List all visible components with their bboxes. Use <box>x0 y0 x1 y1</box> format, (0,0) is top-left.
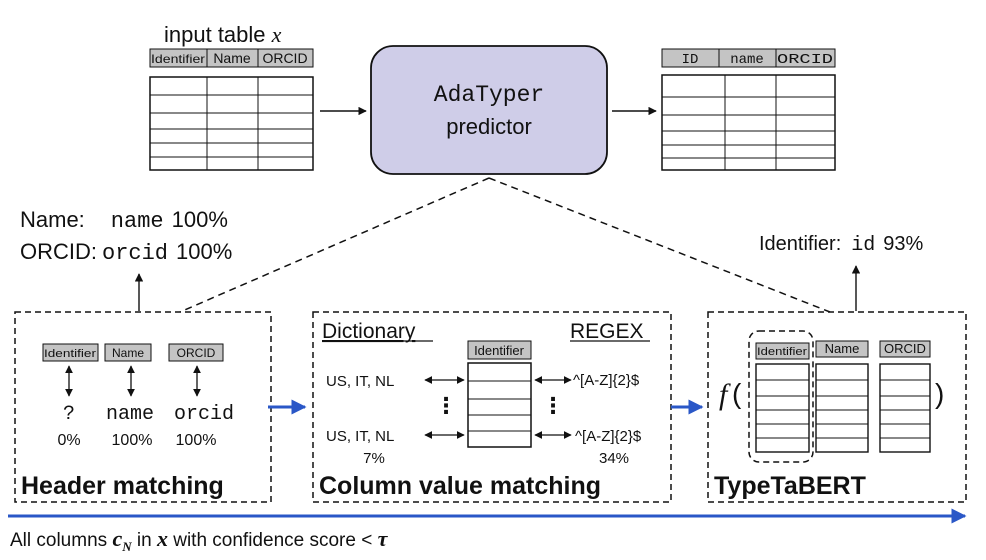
input-header-orcid-cell <box>257 48 314 68</box>
tt-header-orcid: ORCID <box>884 341 926 356</box>
cvm-title: Column value matching <box>319 472 601 500</box>
tabert-result-score: 93% <box>883 233 923 255</box>
footer-caption: All columns cN in x with confidence scor… <box>10 526 389 554</box>
dashed-connector-right <box>488 177 831 313</box>
tt-title: TypeTaBERT <box>714 472 866 500</box>
result-orcid-score: 100% <box>176 239 232 264</box>
hm-title: Header matching <box>21 472 224 500</box>
tabert-result-type: id <box>851 234 875 257</box>
typetabert-panel: f ( ) Identifier Name ORCID TypeTaBERT <box>707 311 967 503</box>
hm-score-2: 100% <box>176 432 217 449</box>
result-name-score: 100% <box>172 207 228 232</box>
output-header-id: ID <box>682 52 699 68</box>
result-orcid-label: ORCID: <box>20 239 97 264</box>
input-table-caption: input table x <box>164 22 282 47</box>
predictor-subtitle: predictor <box>446 114 532 139</box>
adatyper-predictor: AdaTyper predictor <box>370 45 608 175</box>
result-orcid-type: orcid <box>102 241 168 266</box>
cvm-column-body <box>467 362 532 448</box>
hm-type-name: name <box>106 403 154 426</box>
hm-type-orcid: orcid <box>174 403 234 426</box>
cvm-dict-bottom: US, IT, NL <box>326 428 394 445</box>
hm-header-orcid: ORCID <box>177 346 216 360</box>
predictor-name: AdaTyper <box>434 82 544 108</box>
tt-header-identifier: Identifier <box>757 346 807 358</box>
tt-close-paren: ) <box>935 378 944 409</box>
tt-identifier-highlight <box>748 330 814 463</box>
hm-score-0: 0% <box>57 432 80 449</box>
dashed-connector-left <box>179 177 490 313</box>
output-header-name: name <box>730 52 764 68</box>
tt-open-paren: ( <box>732 378 742 409</box>
result-name-type: name <box>111 209 164 234</box>
output-header-orcid: ORCID <box>777 52 833 68</box>
cvm-regex-top: ^[A-Z]{2}$ <box>573 372 640 389</box>
cvm-column-header: Identifier <box>474 343 525 358</box>
hm-score-1: 100% <box>112 432 153 449</box>
predictor-box <box>370 45 608 175</box>
cvm-ellipsis-right: ⋮ <box>542 393 564 418</box>
tt-header-name: Name <box>825 341 860 356</box>
cvm-ellipsis-left: ⋮ <box>435 393 457 418</box>
input-header-identifier: Identifier <box>151 52 205 66</box>
output-table-body <box>661 74 836 171</box>
header-matching-panel: Identifier Name ORCID ? name orcid 0% 10… <box>14 311 272 503</box>
cvm-dict-top: US, IT, NL <box>326 373 394 390</box>
input-table-body <box>149 76 314 171</box>
hm-header-name: Name <box>112 346 144 360</box>
cvm-regex-score: 34% <box>599 450 629 467</box>
tabert-result-label: Identifier: <box>759 233 841 255</box>
tt-function: f <box>719 378 731 411</box>
cvm-dictionary-label: Dictionary <box>322 320 416 343</box>
cvm-dict-score: 7% <box>363 450 385 467</box>
hm-type-unknown: ? <box>63 403 75 426</box>
column-value-matching-panel: Dictionary REGEX Identifier US, IT, NL U… <box>312 311 672 503</box>
input-header-name: Name <box>213 50 251 66</box>
result-name-label: Name: <box>20 207 85 232</box>
input-header-orcid: ORCID <box>262 50 307 66</box>
cvm-regex-bottom: ^[A-Z]{2}$ <box>575 428 642 445</box>
input-table: input table x Identifier Name ORCID <box>149 22 314 171</box>
hm-header-identifier: Identifier <box>44 348 96 360</box>
cvm-regex-label: REGEX <box>570 320 644 343</box>
typetabert-result: Identifier: id 93% <box>759 233 924 257</box>
output-table: ID name ORCID <box>661 48 836 171</box>
